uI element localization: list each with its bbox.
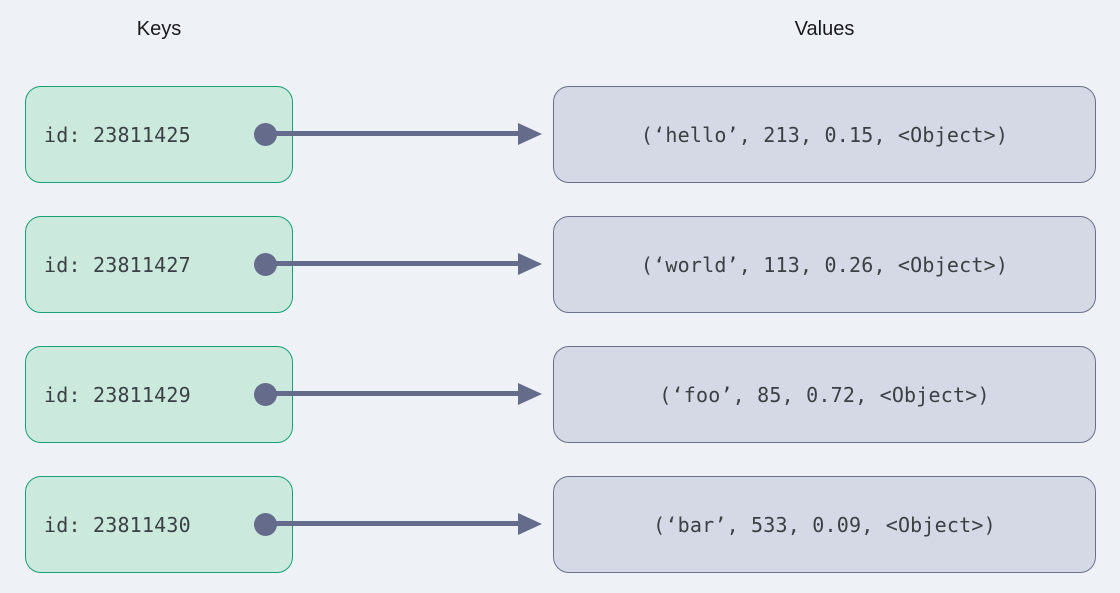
connector-dot-icon [254,513,277,536]
connector-dot-icon [254,253,277,276]
arrow-head-icon [518,253,542,275]
arrow-shaft-icon [274,391,522,396]
value-box[interactable]: (‘world’, 113, 0.26, <Object>) [553,216,1096,313]
arrow-head-icon [518,123,542,145]
key-value-row: id: 23811425 (‘hello’, 213, 0.15, <Objec… [0,86,1120,183]
value-box[interactable]: (‘bar’, 533, 0.09, <Object>) [553,476,1096,573]
arrow-shaft-icon [274,131,522,136]
key-label: id: 23811429 [44,382,191,407]
key-value-row: id: 23811430 (‘bar’, 533, 0.09, <Object>… [0,476,1120,573]
key-box[interactable]: id: 23811427 [25,216,293,313]
arrow-head-icon [518,383,542,405]
key-label: id: 23811425 [44,122,191,147]
value-label: (‘bar’, 533, 0.09, <Object>) [653,512,996,537]
key-value-row: id: 23811429 (‘foo’, 85, 0.72, <Object>) [0,346,1120,443]
key-box[interactable]: id: 23811430 [25,476,293,573]
keys-column-title: Keys [136,18,182,40]
arrow-shaft-icon [274,521,522,526]
value-label: (‘foo’, 85, 0.72, <Object>) [659,382,990,407]
connector-dot-icon [254,383,277,406]
key-box[interactable]: id: 23811425 [25,86,293,183]
key-box[interactable]: id: 23811429 [25,346,293,443]
values-column-title: Values [794,18,855,40]
key-label: id: 23811427 [44,252,191,277]
arrow-head-icon [518,513,542,535]
connector-dot-icon [254,123,277,146]
arrow-shaft-icon [274,261,522,266]
column-headers: Keys Values [0,0,1120,62]
key-value-row: id: 23811427 (‘world’, 113, 0.26, <Objec… [0,216,1120,313]
value-label: (‘hello’, 213, 0.15, <Object>) [640,122,1009,147]
key-label: id: 23811430 [44,512,191,537]
value-label: (‘world’, 113, 0.26, <Object>) [640,252,1009,277]
value-box[interactable]: (‘hello’, 213, 0.15, <Object>) [553,86,1096,183]
value-box[interactable]: (‘foo’, 85, 0.72, <Object>) [553,346,1096,443]
